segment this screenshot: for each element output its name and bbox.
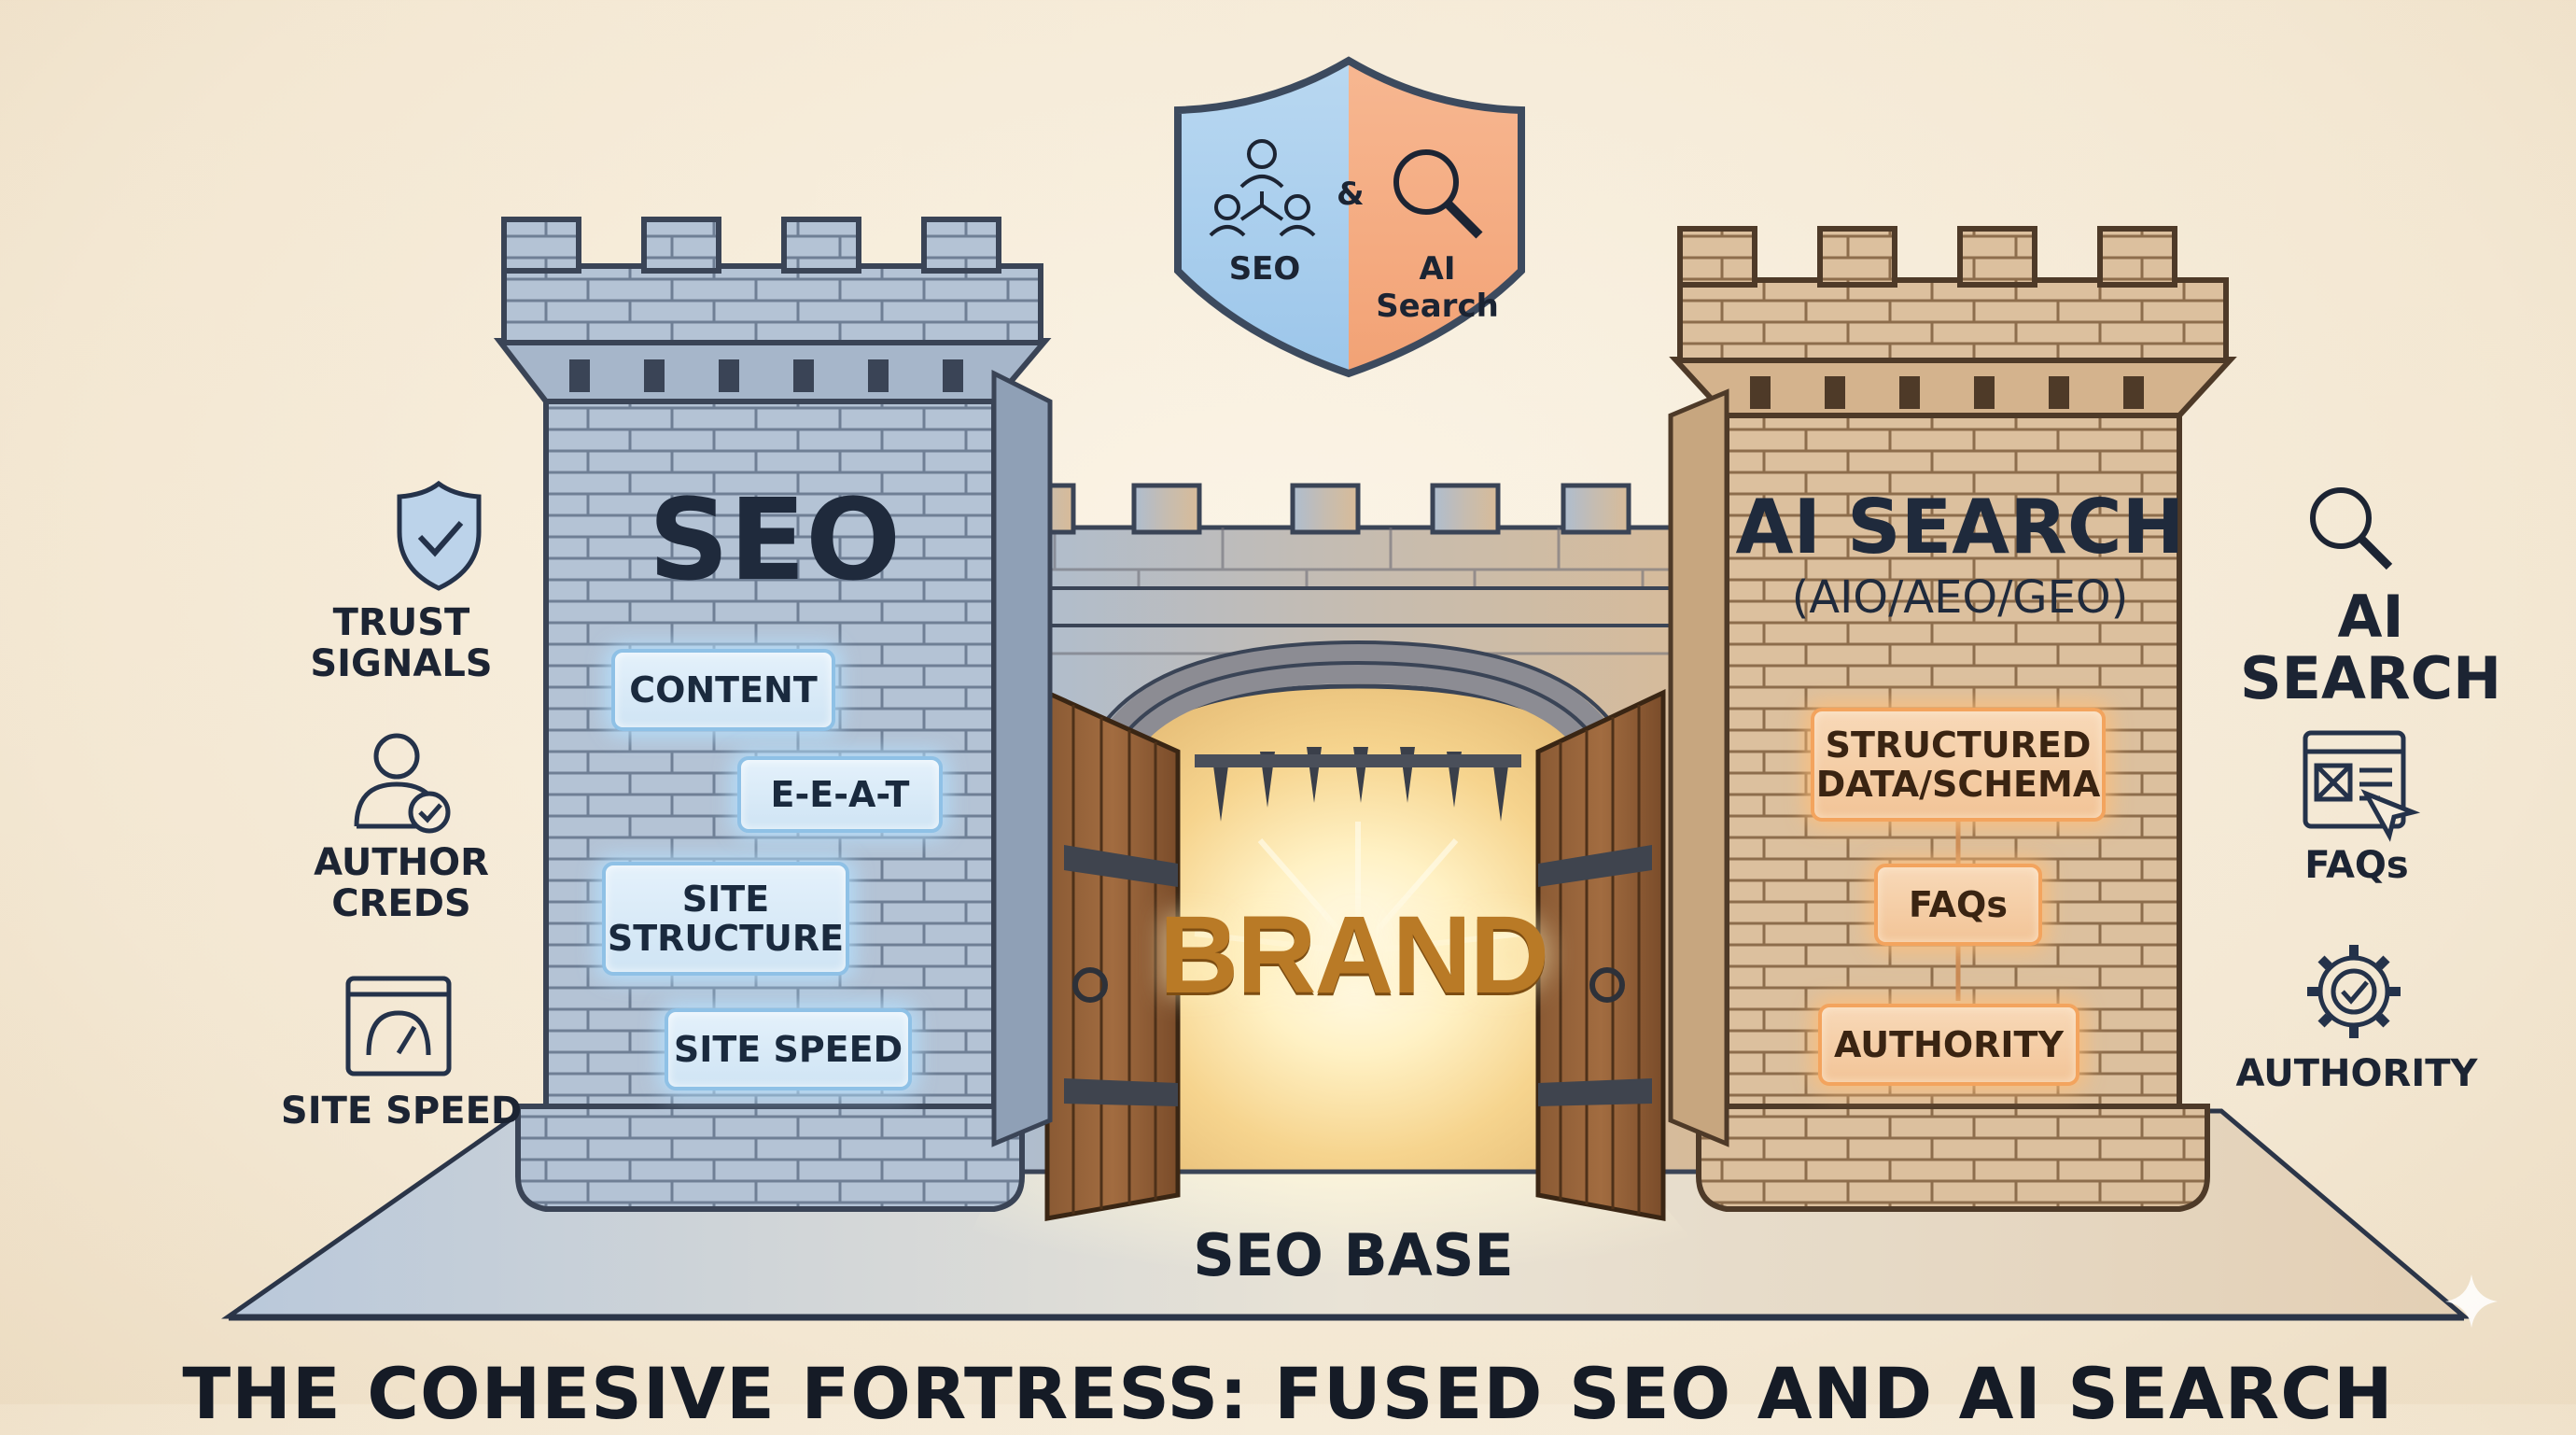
side-label-site-speed: SITE SPEED <box>271 1090 532 1132</box>
tag-authority: AUTHORITY <box>1818 1004 2079 1086</box>
magnifier-icon <box>1393 149 1483 239</box>
seo-tower-title: SEO <box>648 476 902 606</box>
shield-ampersand: & <box>1337 176 1365 213</box>
tag-site-structure-line-1: SITE <box>681 879 770 920</box>
tag-eeat: E-E-A-T <box>737 756 943 833</box>
side-label-author-creds: AUTHOR CREDS <box>280 842 523 924</box>
tag-site-structure-line-2: STRUCTURE <box>607 918 845 959</box>
trust-signals-line-2: SIGNALS <box>310 642 493 685</box>
trust-signals-line-1: TRUST <box>332 601 470 644</box>
side-label-authority: AUTHORITY <box>2235 1052 2478 1095</box>
ai-search-tower-subtitle: (AIO/AEO/GEO) <box>1791 571 2129 624</box>
shield-check-icon <box>397 480 482 591</box>
emblem-shield <box>1174 56 1525 378</box>
ai-search-tower-title: AI SEARCH <box>1735 484 2185 570</box>
gear-check-icon <box>2307 945 2401 1038</box>
people-network-icon <box>1209 139 1316 237</box>
tag-structured-data-line-1: STRUCTURED <box>1825 725 2092 766</box>
tag-faqs: FAQs <box>1874 864 2042 946</box>
tag-site-structure: SITE STRUCTURE <box>602 862 849 976</box>
tag-content: CONTENT <box>611 649 835 731</box>
author-check-icon <box>354 733 451 834</box>
author-creds-line-1: AUTHOR <box>314 841 489 884</box>
site-speed-line-1: SITE SPEED <box>280 1090 523 1133</box>
shield-seo-label: SEO <box>1228 250 1301 288</box>
author-creds-line-2: CREDS <box>331 882 471 925</box>
side-label-faqs: FAQs <box>2304 844 2409 887</box>
side-label-trust-signals: TRUST SIGNALS <box>280 602 523 684</box>
speedometer-icon <box>345 976 452 1076</box>
tag-structured-data-line-2: DATA/SCHEMA <box>1815 764 2101 805</box>
side-heading-ai-search: AI SEARCH <box>2239 583 2502 712</box>
seo-base-label: SEO BASE <box>1193 1221 1514 1289</box>
heading-magnifier-icon <box>2310 487 2393 570</box>
faq-window-icon <box>2303 730 2421 842</box>
brand-word: BRAND <box>1158 893 1549 1017</box>
fortress-scene <box>221 56 2471 1321</box>
tag-site-speed: SITE SPEED <box>665 1008 912 1090</box>
footer-title: THE COHESIVE FORTRESS: FUSED SEO AND AI … <box>182 1352 2394 1435</box>
tag-structured-data: STRUCTURED DATA/SCHEMA <box>1811 708 2106 822</box>
shield-ai-label: AI Search <box>1376 250 1499 325</box>
